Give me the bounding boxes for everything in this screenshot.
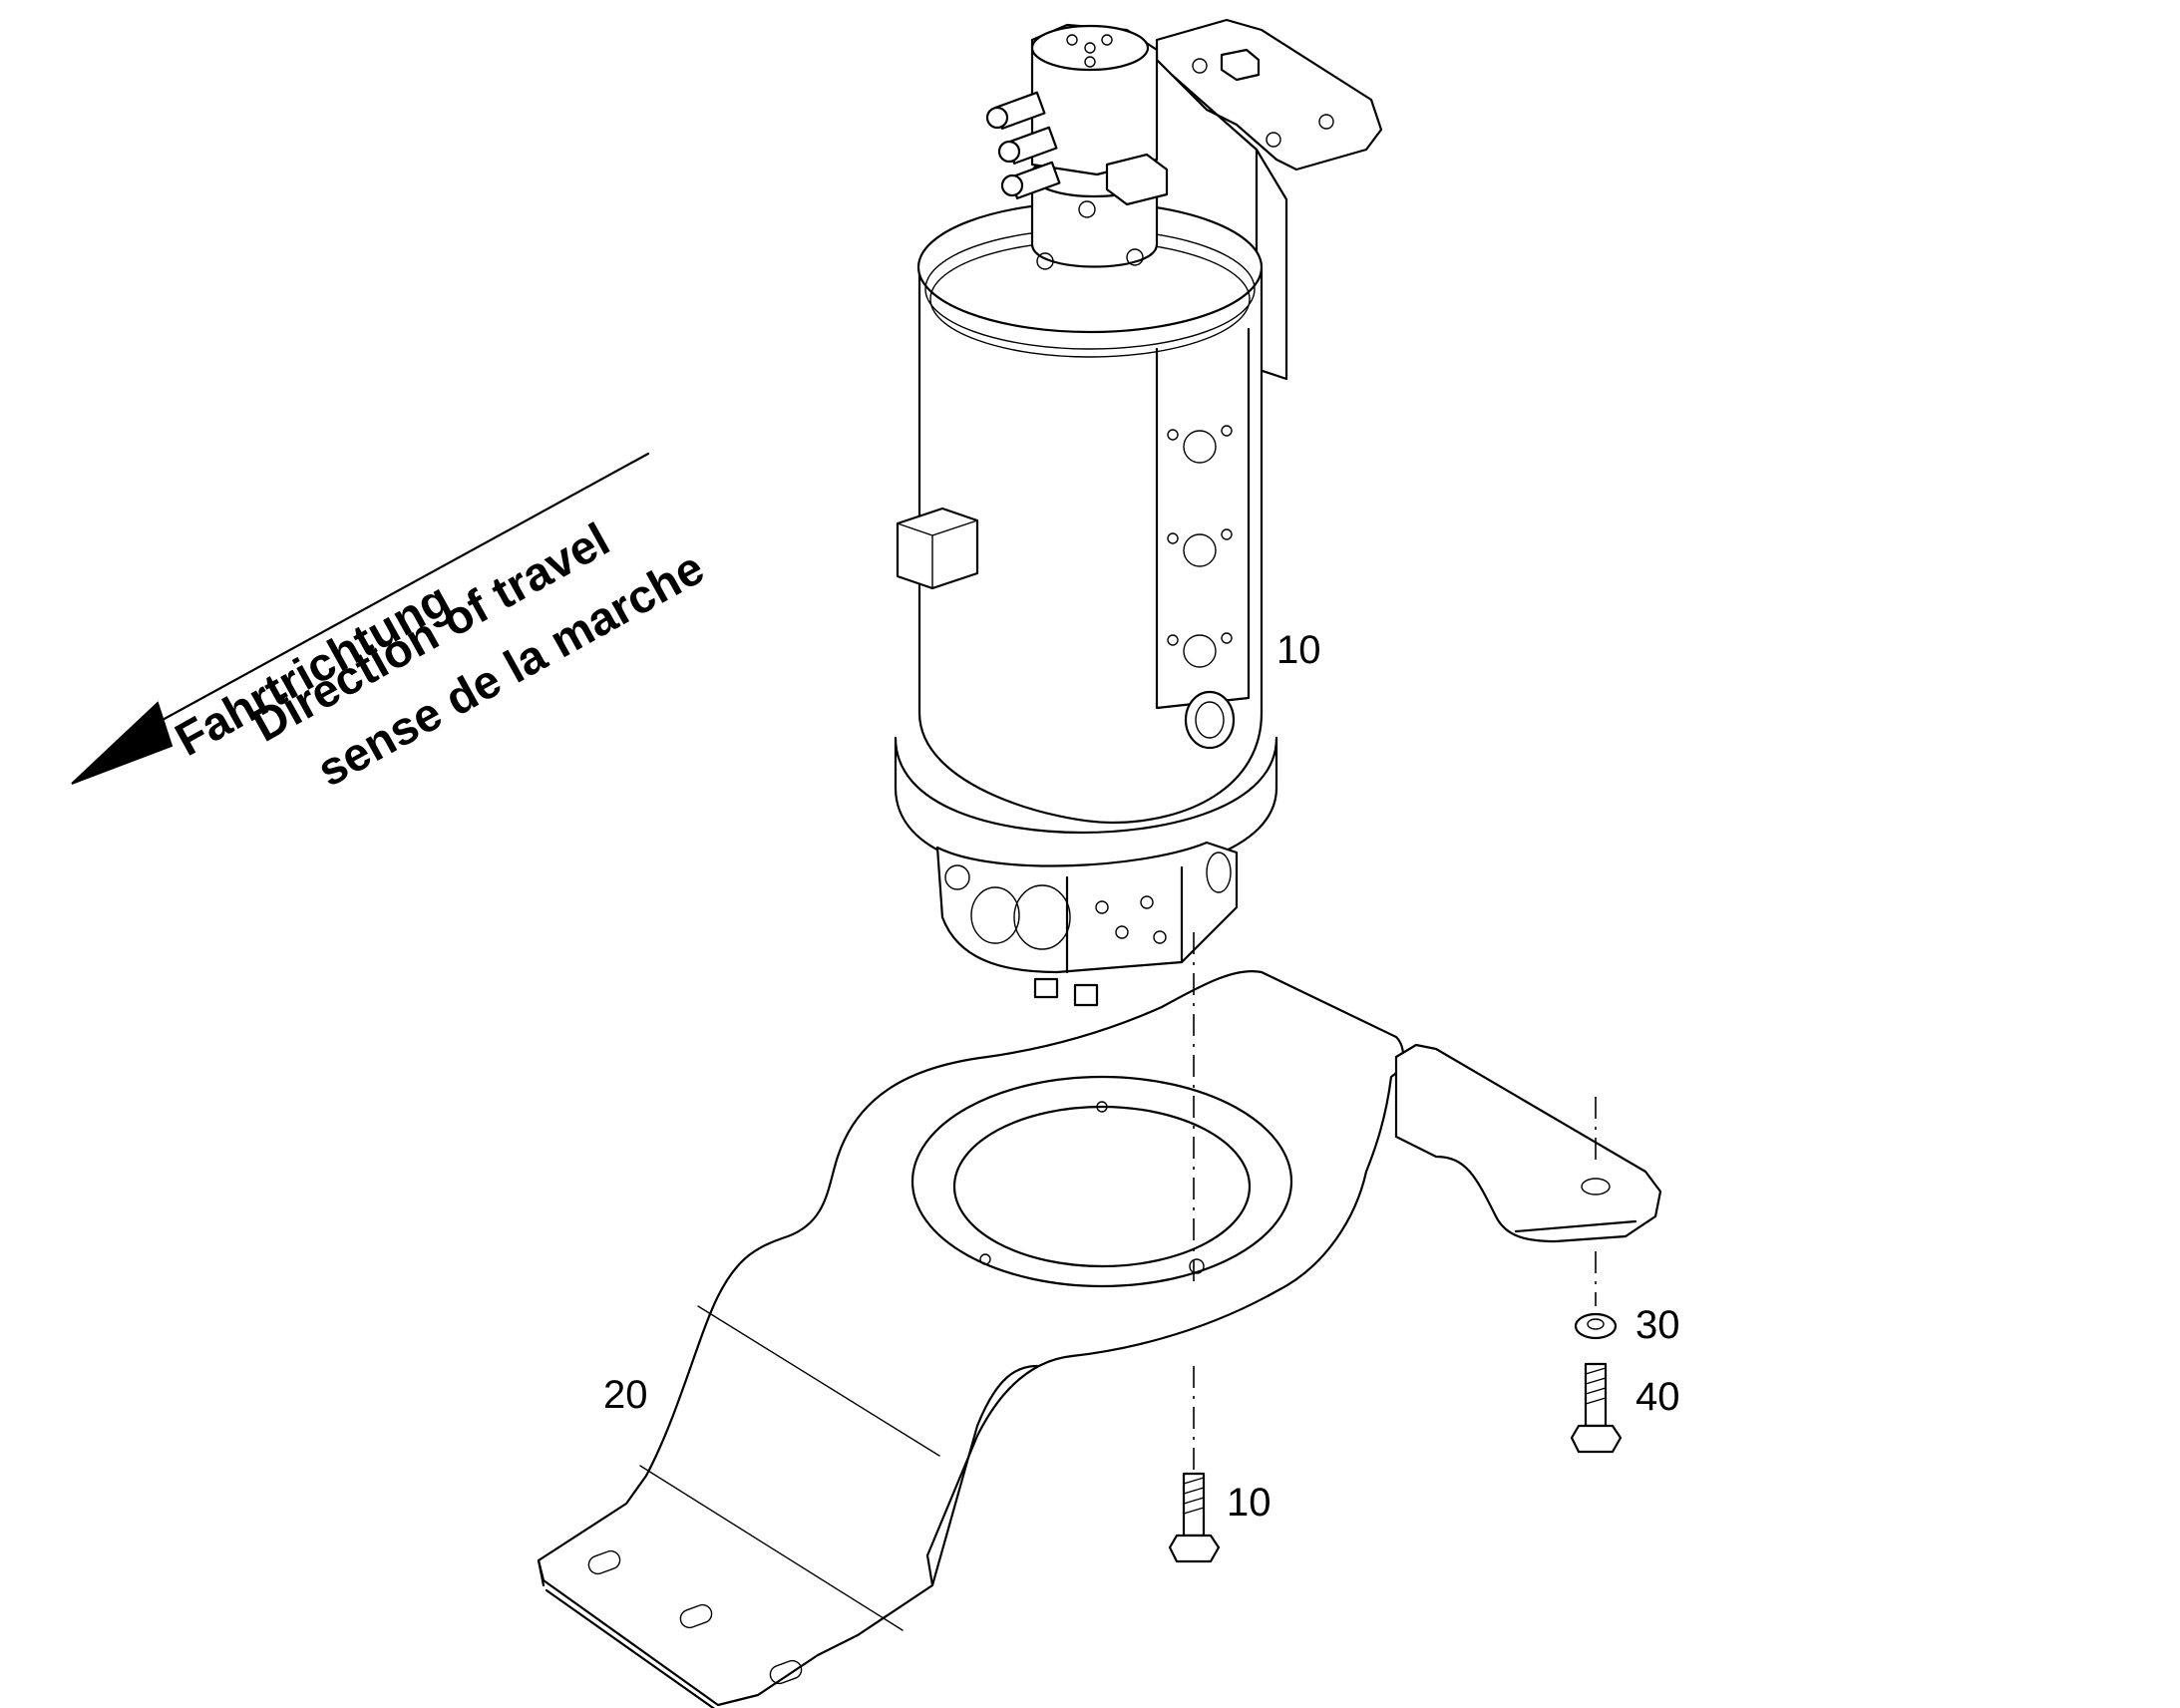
bracket-hole-3 xyxy=(1192,58,1208,74)
collar-screw-1 xyxy=(1036,252,1054,270)
port-fitting-lower xyxy=(1184,690,1236,750)
port-small xyxy=(1221,632,1233,644)
valve-block-top xyxy=(1030,24,1150,72)
foot-slot-1 xyxy=(587,1549,621,1575)
ring-hole-2 xyxy=(979,1253,991,1265)
swivel-manifold xyxy=(935,841,1239,974)
bolt-10-head-icon xyxy=(1168,1534,1221,1563)
manifold-port-2 xyxy=(970,886,1020,944)
bolt-40 xyxy=(1570,1362,1623,1454)
fitting-nut-icon xyxy=(1000,173,1024,197)
valve-pin xyxy=(1066,34,1078,46)
fitting-nut-icon xyxy=(985,106,1009,130)
bolt-40-thread xyxy=(1585,1367,1607,1405)
port-small xyxy=(1221,528,1233,540)
port-small xyxy=(1167,532,1179,544)
bracket-foot-edge xyxy=(545,1588,716,1708)
bracket-fold-line-2 xyxy=(697,1305,940,1457)
callout-bolt-40: 40 xyxy=(1635,1375,1680,1419)
washer-outer xyxy=(1574,1312,1618,1340)
bracket-ring-inner xyxy=(952,1105,1252,1268)
arrow-shaft xyxy=(128,452,650,740)
swivel-joint xyxy=(894,18,1383,1007)
callout-bolt-10: 10 xyxy=(1227,1481,1272,1525)
valve-side-block xyxy=(1105,153,1169,206)
port-small xyxy=(1167,634,1179,646)
manifold-hole xyxy=(1153,930,1167,944)
port-small xyxy=(1221,425,1233,437)
valve-pin xyxy=(1101,34,1113,46)
manifold-port-1 xyxy=(944,864,970,890)
callout-washer: 30 xyxy=(1635,1303,1680,1347)
direction-of-travel-arrow: Fahrtrichtung Direction of travel sense … xyxy=(71,452,712,797)
bracket-ring-outer xyxy=(910,1075,1293,1288)
washer-hole xyxy=(1587,1318,1605,1330)
callout-swivel-joint: 10 xyxy=(1276,628,1321,672)
bracket-hole-2 xyxy=(1318,114,1334,130)
collar-screw-3 xyxy=(1078,200,1096,218)
foot-slot-3 xyxy=(769,1659,803,1685)
manifold-hole xyxy=(1115,925,1129,939)
mounting-bracket xyxy=(537,970,1662,1708)
port-large-3 xyxy=(1183,634,1217,668)
bottom-fitting-2 xyxy=(1073,983,1099,1007)
bracket-nut-icon xyxy=(1220,48,1261,82)
bracket-fold-line-1 xyxy=(639,1465,904,1631)
port-large-1 xyxy=(1183,430,1217,464)
fitting-nut-icon xyxy=(997,140,1021,164)
collar-screw-2 xyxy=(1126,248,1144,266)
rear-foot-edge xyxy=(1514,1219,1637,1233)
manifold-edges xyxy=(1065,865,1184,974)
manifold-hole xyxy=(1140,895,1154,909)
washer xyxy=(1574,1312,1618,1340)
hydraulic-fittings xyxy=(985,91,1061,199)
foot-slot-2 xyxy=(679,1603,713,1629)
side-lug-edges xyxy=(897,519,978,589)
bottom-fitting-1 xyxy=(1033,977,1059,999)
arrow-head-icon xyxy=(71,701,174,785)
port-fitting-lower-inner xyxy=(1195,701,1225,739)
manifold-port-3 xyxy=(1013,884,1071,950)
port-small xyxy=(1167,429,1179,441)
ring-hole-1 xyxy=(1096,1101,1108,1113)
bracket-rear-foot xyxy=(1394,1043,1662,1243)
swivel-top-bracket xyxy=(1155,18,1383,171)
port-large-2 xyxy=(1183,533,1217,567)
bolt-40-head-icon xyxy=(1570,1424,1623,1454)
manifold-hole xyxy=(1095,900,1109,914)
bracket-leg-side xyxy=(930,1364,1039,1587)
bracket-hole-1 xyxy=(1266,132,1281,148)
bolt-10 xyxy=(1168,1472,1221,1563)
rear-foot-hole xyxy=(1581,1178,1611,1196)
callout-mounting-bracket: 20 xyxy=(603,1373,648,1417)
valve-pin xyxy=(1084,56,1096,68)
swivel-side-lug xyxy=(896,507,979,590)
bracket-foot-corner xyxy=(537,1558,545,1587)
bolt-10-thread xyxy=(1183,1477,1205,1515)
bracket-plate xyxy=(537,970,1404,1707)
ring-hole-3 xyxy=(1189,1258,1205,1274)
manifold-port-side xyxy=(1206,852,1232,893)
valve-pin xyxy=(1084,42,1096,54)
swivel-cylinder-body xyxy=(917,267,1264,825)
